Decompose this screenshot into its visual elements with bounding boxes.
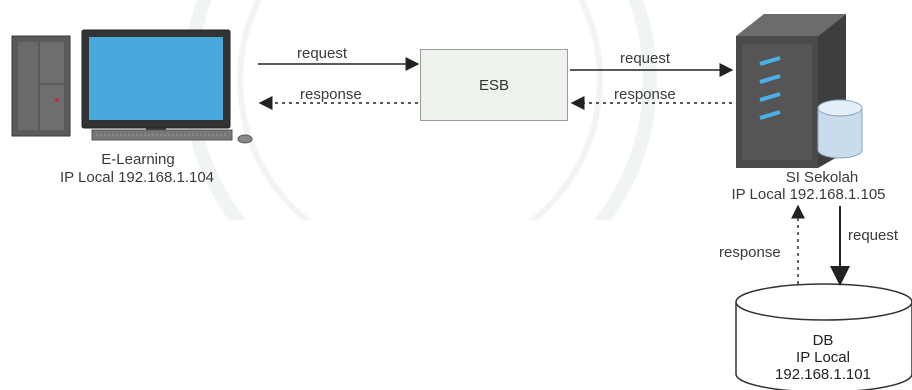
database-label: DB IP Local 192.168.1.101 [735, 332, 911, 383]
server-ip: IP Local 192.168.1.105 [731, 186, 886, 203]
label-server-to-esb: response [614, 86, 676, 103]
database-name: DB [812, 332, 834, 349]
client-name: E-Learning [101, 151, 175, 168]
label-client-to-esb: request [297, 45, 348, 62]
desktop-computer-icon [11, 29, 253, 144]
label-esb-to-client: response [300, 86, 362, 103]
esb-node: ESB [420, 49, 568, 121]
label-db-to-server: response [719, 244, 781, 261]
label-server-to-db: request [848, 227, 899, 244]
esb-label: ESB [478, 76, 509, 94]
server-tower-icon [736, 14, 863, 168]
database-cylinder-icon [735, 283, 912, 390]
server-name: SI Sekolah [785, 169, 859, 186]
label-esb-to-server: request [620, 50, 671, 67]
client-ip: IP Local 192.168.1.104 [59, 169, 215, 186]
database-ip-title: IP Local [796, 349, 850, 366]
database-ip: 192.168.1.101 [775, 366, 871, 383]
